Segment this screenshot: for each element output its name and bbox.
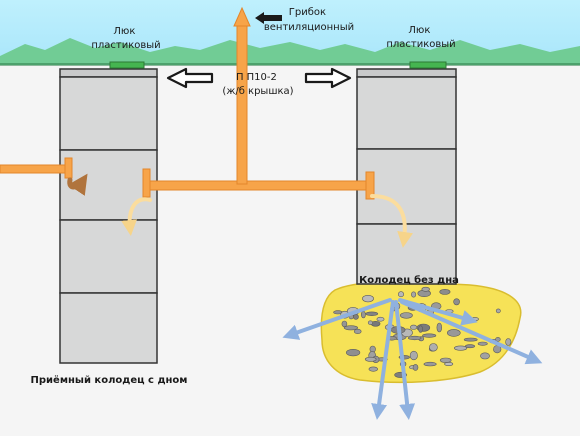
pebble <box>429 343 438 352</box>
pebble <box>470 317 479 322</box>
pebble <box>422 333 437 338</box>
pebble <box>352 314 359 320</box>
pebble <box>397 291 404 298</box>
vent-label-line1: Грибок <box>289 7 326 18</box>
pebble <box>421 286 430 292</box>
filtration-arrow-icon <box>400 300 543 365</box>
pebble <box>495 308 501 314</box>
vent-pointer-arrow-icon <box>255 12 282 24</box>
pebble <box>446 329 461 337</box>
pebble <box>341 320 348 328</box>
slab-arrow-right-icon <box>304 67 352 89</box>
vent-pipe <box>236 25 248 185</box>
pebble <box>439 288 451 295</box>
pebble <box>360 311 366 319</box>
pebble <box>480 352 490 360</box>
pebble <box>495 337 501 342</box>
ground-line <box>0 63 580 66</box>
slab-label-line2: (ж/б крышка) <box>222 86 293 97</box>
pipes <box>0 6 375 200</box>
vent-mushroom-icon <box>233 6 251 27</box>
svg-text:П П10-2 (ж/б крышка): П П10-2 (ж/б крышка) <box>222 72 293 97</box>
hatch-right-label-line2: пластиковый <box>386 39 455 50</box>
pebble <box>436 322 442 333</box>
slab-right <box>356 68 457 78</box>
pebble <box>409 350 418 361</box>
ring <box>59 292 158 364</box>
bottomless-well-label: Колодец без дна <box>359 274 459 286</box>
pebble <box>364 356 377 362</box>
vent-label-line2: вентиляционный <box>264 22 354 33</box>
filtration-arrow-icon <box>398 298 478 326</box>
pebble <box>454 345 468 351</box>
hatch-right-icon <box>409 61 447 69</box>
hatch-left-label-line2: пластиковый <box>91 40 160 51</box>
pebble <box>418 325 423 333</box>
inlet-tee <box>64 157 73 179</box>
filtration-arrow-icon <box>282 298 392 340</box>
pebble <box>410 324 418 330</box>
pebble <box>362 295 374 303</box>
svg-text:Люк пластиковый: Люк пластиковый <box>386 25 455 50</box>
pebble <box>412 364 419 371</box>
mountains <box>0 38 580 65</box>
pebble <box>376 316 385 322</box>
svg-text:Грибок вентиляционный: Грибок вентиляционный <box>264 7 354 33</box>
pebble <box>505 338 512 346</box>
pebble <box>411 291 417 298</box>
pebble <box>423 361 437 367</box>
pebble <box>407 335 422 341</box>
pebble <box>346 349 361 357</box>
svg-text:Люк пластиковый: Люк пластиковый <box>91 26 160 51</box>
slab-arrow-left-icon <box>166 67 214 89</box>
hatch-left-label-line1: Люк <box>113 26 135 37</box>
slab-left <box>59 68 158 78</box>
swirl-arrow-left-icon <box>121 197 152 236</box>
pebble <box>353 328 362 334</box>
receiving-well-label: Приёмный колодец с дном <box>31 374 188 386</box>
receiving-well <box>59 68 158 364</box>
bottomless-well <box>356 68 457 285</box>
pebble <box>367 320 373 325</box>
overflow-pipe <box>146 180 375 191</box>
pebble <box>343 325 359 331</box>
gravel-bed <box>320 281 522 384</box>
filtration-arrow-icon <box>371 300 395 420</box>
pebble <box>365 311 379 316</box>
pebble <box>477 341 488 346</box>
swirl-arrow-right-icon <box>370 194 414 248</box>
filtration-arrows <box>282 298 543 420</box>
inflow-arrow-icon <box>67 173 88 196</box>
inlet-pipe <box>0 164 71 174</box>
pebble <box>439 357 452 363</box>
pebble <box>368 366 378 372</box>
hatch-left-icon <box>109 61 145 69</box>
pebble <box>453 298 460 306</box>
overflow-tee-left <box>142 168 151 198</box>
overflow-tee-right <box>365 171 375 200</box>
slab-label-line1: П П10-2 <box>236 72 277 83</box>
ring <box>356 76 457 150</box>
ring <box>59 76 158 151</box>
pebble <box>463 337 478 342</box>
pebble <box>399 312 413 319</box>
hatch-right-label-line1: Люк <box>408 25 430 36</box>
filtration-arrow-icon <box>394 300 416 420</box>
ring <box>59 219 158 294</box>
